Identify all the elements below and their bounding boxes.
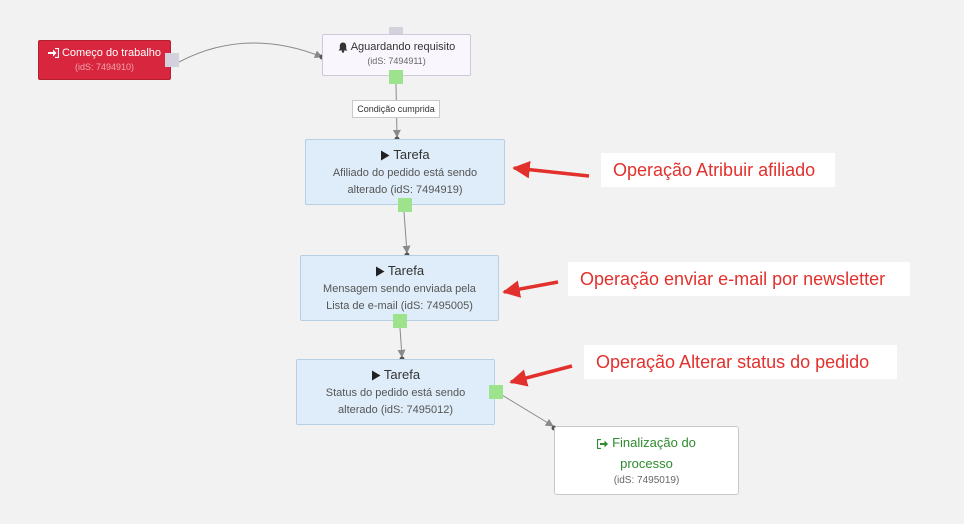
edge-start-to-wait xyxy=(178,42,323,63)
node-task-1-description: Afiliado do pedido está sendo alterado (… xyxy=(332,167,478,196)
callout-arrow-1 xyxy=(512,160,590,179)
callout-send-newsletter: Operação enviar e-mail por newsletter xyxy=(568,262,910,296)
node-task-2-description: Mensagem sendo enviada pela Lista de e-m… xyxy=(323,283,476,312)
node-start[interactable]: Começo do trabalho (idS: 7494910) xyxy=(38,40,171,80)
sign-out-icon xyxy=(597,438,609,449)
node-task-3-description: Status do pedido está sendo alterado (id… xyxy=(325,387,466,416)
callout-arrow-2 xyxy=(502,280,559,298)
callout-change-status: Operação Alterar status do pedido xyxy=(584,345,897,379)
condition-label: Condição cumprida xyxy=(352,100,440,118)
node-task-2[interactable]: Tarefa Mensagem sendo enviada pela Lista… xyxy=(300,255,499,321)
task-2-output-port[interactable] xyxy=(393,314,407,328)
node-start-label: Começo do trabalho xyxy=(61,47,162,59)
task-1-output-port[interactable] xyxy=(398,198,412,212)
bell-icon xyxy=(338,42,348,53)
play-icon xyxy=(375,266,385,277)
start-output-port[interactable] xyxy=(165,53,179,67)
node-start-id: (idS: 7494910) xyxy=(74,62,135,72)
node-wait-label: Aguardando requisito xyxy=(350,41,456,53)
node-task-3-title: Tarefa xyxy=(383,367,421,382)
node-task-1[interactable]: Tarefa Afiliado do pedido está sendo alt… xyxy=(305,139,505,205)
sign-in-icon xyxy=(47,48,59,59)
callout-arrow-3 xyxy=(509,364,573,387)
node-wait-id: (idS: 7494911) xyxy=(367,56,426,66)
play-icon xyxy=(371,370,381,381)
edge-task1-to-task2 xyxy=(402,211,411,254)
node-task-1-title: Tarefa xyxy=(393,147,430,162)
edge-task2-to-task3 xyxy=(397,327,406,358)
wait-output-port[interactable] xyxy=(389,70,403,84)
node-end[interactable]: Finalização do processo (idS: 7495019) xyxy=(554,426,739,495)
node-task-2-title: Tarefa xyxy=(387,263,425,278)
node-end-label: Finalização do processo xyxy=(612,435,696,471)
play-icon xyxy=(381,150,390,161)
callout-assign-affiliate: Operação Atribuir afiliado xyxy=(601,153,835,187)
node-end-id: (idS: 7495019) xyxy=(613,475,680,486)
node-task-3[interactable]: Tarefa Status do pedido está sendo alter… xyxy=(296,359,495,425)
task-3-output-port[interactable] xyxy=(489,385,503,399)
edge-task3-to-end xyxy=(496,391,554,427)
